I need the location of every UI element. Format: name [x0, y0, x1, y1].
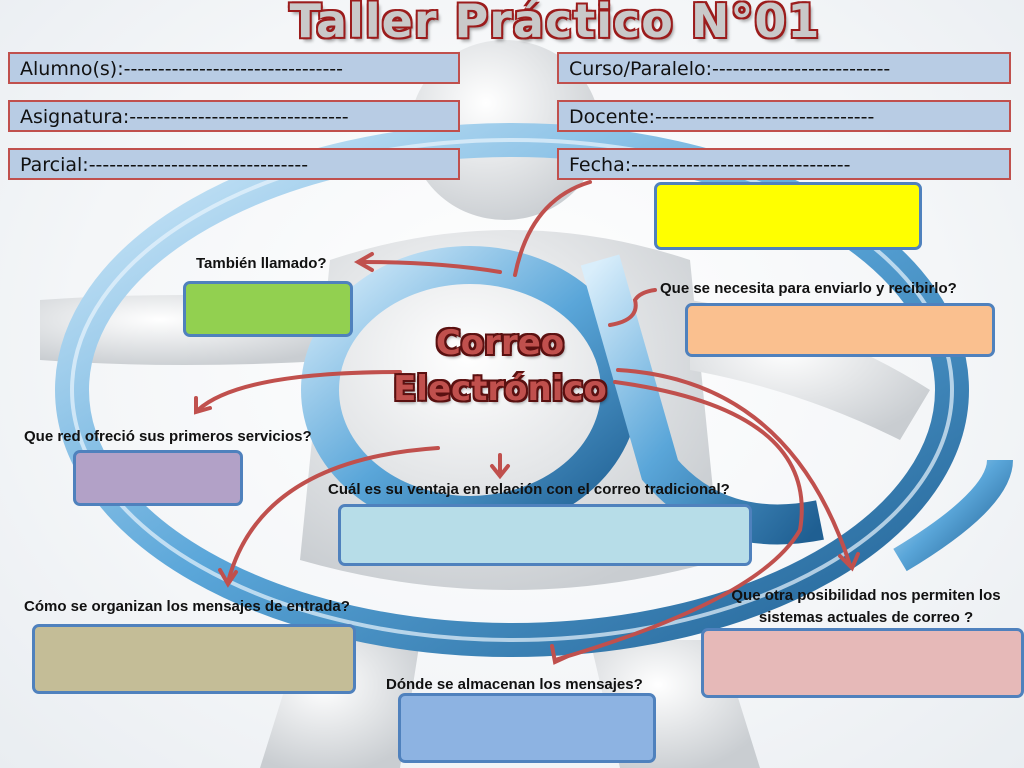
answer-box-como-se-organizan[interactable]: [32, 624, 356, 694]
arrowhead-ventaja: [490, 464, 510, 480]
center-title-line1: Correo: [435, 323, 565, 363]
center-title-line2: Electrónico: [393, 369, 607, 409]
arrowhead-tambien-llamado: [353, 252, 374, 272]
question-que-red: Que red ofreció sus primeros servicios?: [24, 428, 312, 445]
arrow-tambien-llamado: [360, 260, 502, 274]
arrow-que-otra: [616, 368, 852, 567]
question-tambien-llamado: También llamado?: [196, 255, 327, 272]
field-curso-paralelo[interactable]: Curso/Paralelo:-------------------------…: [557, 52, 1011, 84]
question-que-otra: Que otra posibilidad nos permiten los si…: [731, 587, 1001, 626]
arrow-que-red: [196, 370, 402, 412]
question-que-se-necesita: Que se necesita para enviarlo y recibirl…: [660, 280, 957, 297]
arrow-to-fecha: [513, 180, 592, 277]
answer-box-ventaja[interactable]: [338, 504, 752, 566]
arrow-como-se-organizan: [226, 446, 440, 584]
arrowhead-que-red: [194, 396, 212, 415]
field-fecha[interactable]: Fecha:--------------------------------: [557, 148, 1011, 180]
arrowhead-como-se-organizan: [218, 568, 238, 588]
center-title: Correo Electrónico: [380, 320, 620, 412]
arrowhead-que-otra: [838, 552, 860, 572]
connector-arrows: [194, 180, 860, 665]
answer-box-yellow[interactable]: [654, 182, 922, 250]
field-alumno[interactable]: Alumno(s):------------------------------…: [8, 52, 460, 84]
field-docente[interactable]: Docente:--------------------------------: [557, 100, 1011, 132]
answer-box-tambien-llamado[interactable]: [183, 281, 353, 337]
question-donde: Dónde se almacenan los mensajes?: [386, 676, 643, 693]
arrowhead-donde: [550, 644, 570, 665]
field-asignatura[interactable]: Asignatura:-----------------------------…: [8, 100, 460, 132]
answer-box-que-se-necesita[interactable]: [685, 303, 995, 357]
arrow-donde: [553, 380, 804, 662]
answer-box-donde[interactable]: [398, 693, 656, 763]
field-parcial[interactable]: Parcial:--------------------------------: [8, 148, 460, 180]
question-ventaja: Cuál es su ventaja en relación con el co…: [328, 481, 730, 498]
answer-box-que-otra[interactable]: [701, 628, 1024, 698]
page-title: Taller Práctico N°01: [289, 0, 821, 48]
question-como-se-organizan: Cómo se organizan los mensajes de entrad…: [24, 598, 350, 615]
answer-box-que-red[interactable]: [73, 450, 243, 506]
arrow-que-se-necesita: [608, 288, 657, 327]
